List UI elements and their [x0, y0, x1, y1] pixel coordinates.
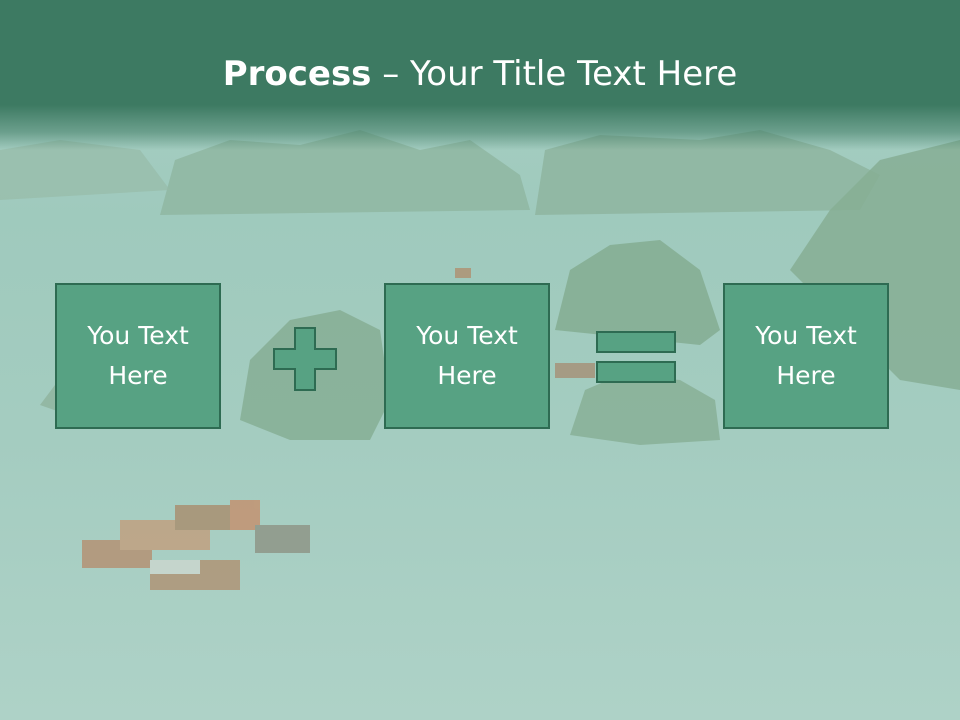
process-box-3-line1: You Text [755, 321, 857, 350]
title-band [0, 0, 960, 150]
process-box-2-line2: Here [437, 361, 497, 390]
slide-title[interactable]: Process – Your Title Text Here [0, 52, 960, 96]
process-box-3-line2: Here [776, 361, 836, 390]
title-rest-part: – Your Title Text Here [371, 54, 738, 94]
plus-icon[interactable] [273, 327, 337, 391]
process-box-1-line1: You Text [87, 321, 189, 350]
title-bold-part: Process [222, 54, 372, 94]
process-box-2-line1: You Text [416, 321, 518, 350]
process-box-1-line2: Here [108, 361, 168, 390]
equals-icon[interactable] [596, 331, 676, 385]
